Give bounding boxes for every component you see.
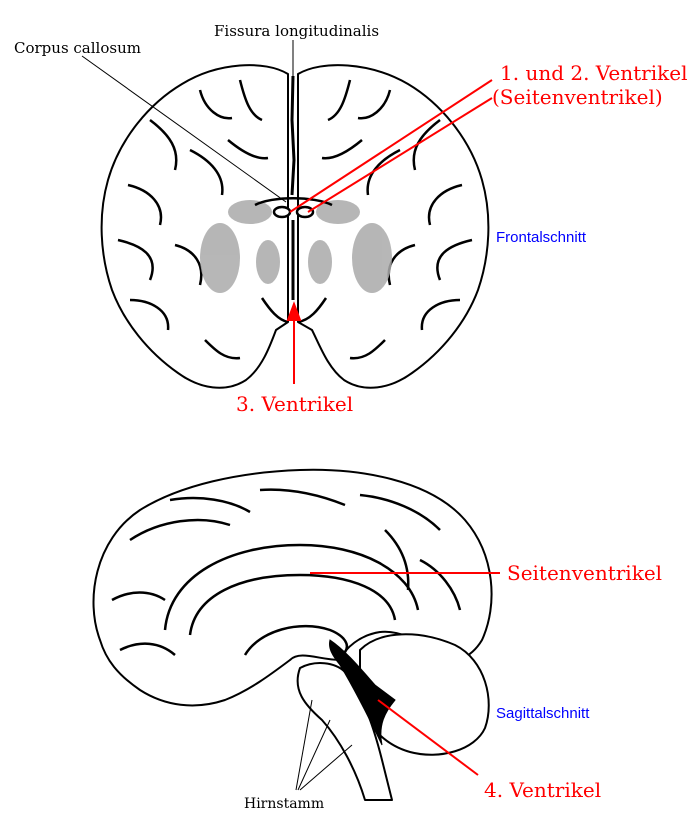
nucleus-right-lateral — [352, 223, 392, 293]
lateral-ventricle-left — [272, 205, 292, 219]
sagittal-gyrus-2 — [169, 496, 251, 514]
sagittal-gyrus-8 — [384, 529, 410, 591]
label-ventrikel-3: 3. Ventrikel — [236, 392, 353, 416]
sagittal-gyrus-4 — [359, 493, 441, 531]
lateral-ventricle-right — [295, 205, 315, 219]
frontal-right-hemisphere — [297, 64, 490, 389]
sagittal-gyrus-5 — [111, 591, 166, 602]
nucleus-right-upper — [316, 200, 360, 224]
frontal-black-pointers — [81, 40, 294, 203]
nucleus-left-upper — [228, 200, 272, 224]
sagittal-corpus-callosum — [188, 573, 397, 636]
pointer-hirnstamm-a — [295, 699, 313, 791]
sagittal-gyrus-1 — [129, 518, 231, 542]
frontal-pointers — [286, 79, 493, 384]
fourth-ventricle-fill — [329, 639, 396, 746]
sagittal-gyri — [111, 488, 462, 656]
label-frontalschnitt: Frontalschnitt — [496, 229, 587, 246]
sagittal-thalamus — [243, 624, 349, 656]
frontal-left-hemisphere — [100, 64, 289, 389]
label-sagittalschnitt: Sagittalschnitt — [496, 705, 590, 722]
frontal-inner-structures — [254, 197, 333, 324]
frontal-sulci-left — [117, 79, 269, 360]
frontal-basal-left — [260, 297, 289, 324]
nucleus-left-medial — [256, 240, 280, 284]
pointer-ventrikel12-a — [289, 79, 493, 213]
sagittal-cingulate-arc — [163, 543, 420, 631]
sagittal-cerebellum — [359, 633, 490, 756]
label-seitenventrikel-paren: (Seitenventrikel) — [492, 85, 663, 109]
nucleus-left-lateral — [200, 223, 240, 293]
sagittal-inner-structures — [163, 543, 420, 656]
label-corpus-callosum: Corpus callosum — [14, 39, 141, 57]
frontal-nuclei — [200, 200, 392, 293]
pointer-ventrikel3-tip — [286, 301, 302, 321]
label-fissura-longitudinalis: Fissura longitudinalis — [214, 22, 379, 40]
sagittal-gyrus-3 — [259, 488, 346, 507]
pointer-ventrikel4 — [377, 699, 479, 776]
corpus-callosum-arc — [254, 197, 333, 207]
hirnstamm-pointers — [295, 699, 353, 791]
label-ventrikel-1-2: 1. und 2. Ventrikel — [500, 61, 687, 85]
fissure-line — [290, 75, 296, 196]
sagittal-section — [92, 468, 493, 801]
label-ventrikel-4: 4. Ventrikel — [484, 778, 601, 802]
pointer-hirnstamm-c — [299, 744, 353, 791]
pointer-corpus — [81, 55, 287, 203]
label-hirnstamm: Hirnstamm — [244, 796, 324, 812]
pointer-hirnstamm-b — [297, 719, 331, 791]
frontal-section — [100, 64, 490, 389]
sagittal-gyrus-7 — [119, 642, 176, 656]
frontal-basal-right — [297, 297, 328, 324]
sagittal-gyrus-6 — [419, 558, 462, 611]
nucleus-right-medial — [308, 240, 332, 284]
pointer-ventrikel12-b — [307, 97, 493, 213]
sagittal-pointers — [310, 572, 500, 776]
label-seitenventrikel: Seitenventrikel — [507, 561, 662, 585]
